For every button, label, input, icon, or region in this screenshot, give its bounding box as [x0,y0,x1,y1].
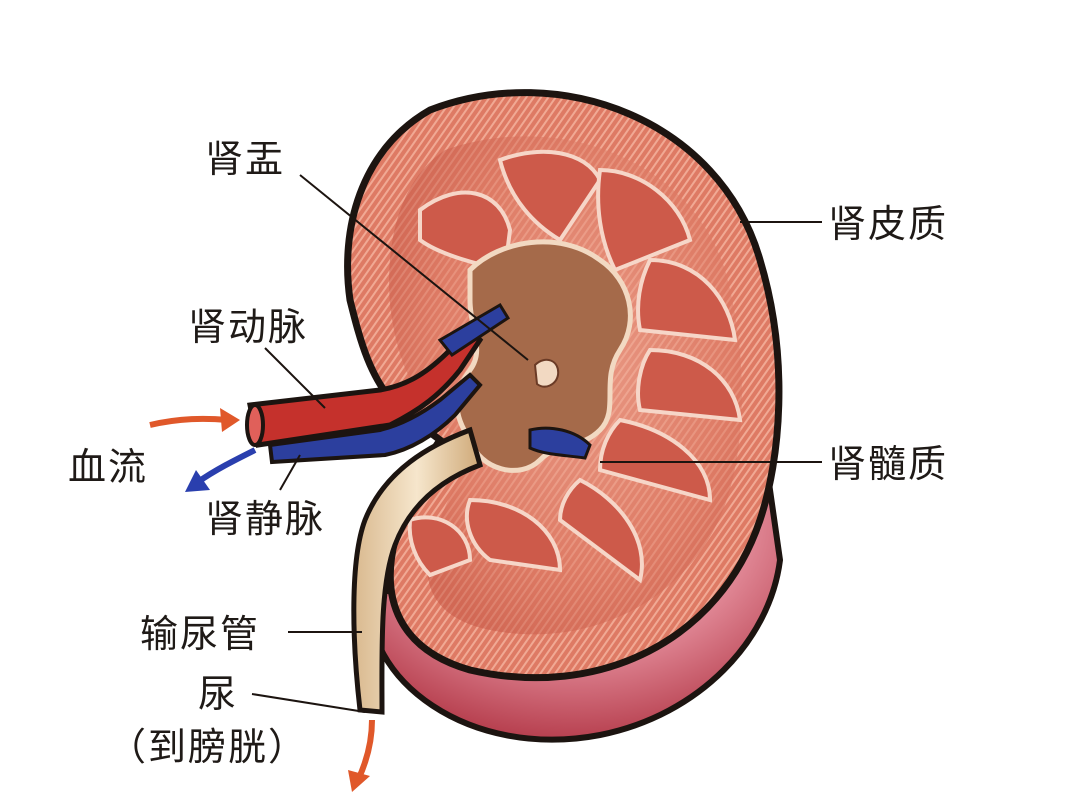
blood-in-arrow [149,415,229,428]
label-renal-vein: 肾静脉 [205,497,326,541]
leader-renal-vein [279,454,301,491]
blood-out-arrow [196,447,257,485]
label-renal-cortex: 肾皮质 [828,202,949,246]
medullary-pyramids [407,149,743,584]
urine-arrow [355,719,375,782]
label-renal-medulla: 肾髓质 [828,442,949,486]
label-ureter: 输尿管 [140,612,261,656]
label-renal-pelvis: 肾盂 [205,137,286,181]
leader-lines [251,174,822,713]
leader-renal-artery [264,347,326,409]
leader-urine [251,693,366,713]
label-urine: 尿 [198,672,239,716]
ureter [351,426,484,715]
renal-artery [247,326,484,448]
label-renal-artery: 肾动脉 [188,305,309,349]
label-to-bladder: （到膀胱） [108,725,309,769]
label-blood-flow: 血流 [68,445,149,489]
renal-vein [267,372,483,465]
leader-renal-pelvis [299,174,529,361]
